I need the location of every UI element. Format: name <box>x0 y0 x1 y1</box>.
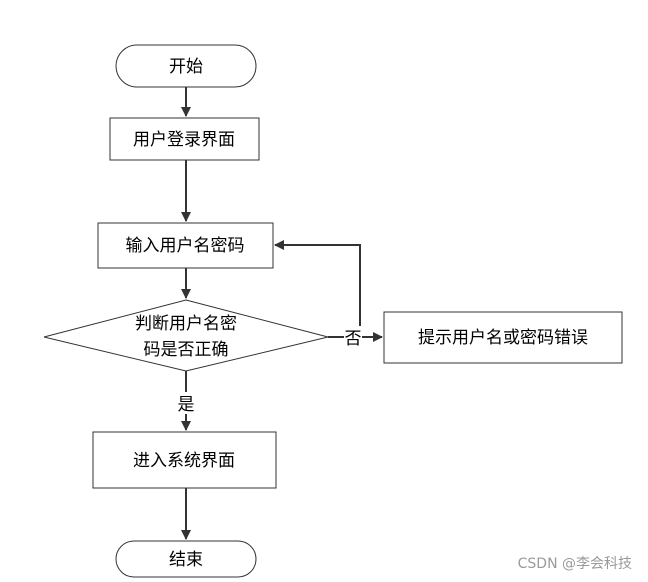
edge-yes-label-bg <box>176 392 196 414</box>
node-error-prompt-shape <box>383 311 623 364</box>
node-end-label: 结束 <box>169 550 203 570</box>
node-login-screen-label: 用户登录界面 <box>133 130 235 150</box>
node-input-credentials-shape <box>97 222 274 269</box>
edge-yes-label: 是 <box>178 395 195 415</box>
node-login-screen-shape <box>109 117 260 161</box>
node-check-credentials-line1: 判断用户名密 <box>135 314 237 334</box>
node-check-credentials-shape <box>43 299 329 372</box>
edge-no-label: 否 <box>345 329 362 349</box>
node-start-shape <box>115 44 257 88</box>
node-enter-system-shape <box>92 431 277 489</box>
node-enter-system-label: 进入系统界面 <box>133 451 235 471</box>
edge-loop-back-to-input <box>274 240 361 337</box>
edge-no-label-bg <box>344 326 362 348</box>
node-error-prompt-label: 提示用户名或密码错误 <box>418 328 588 348</box>
node-start-label: 开始 <box>169 57 203 77</box>
watermark-text: CSDN @李会科技 <box>518 556 632 572</box>
node-end-shape <box>115 540 257 578</box>
node-check-credentials-line2: 码是否正确 <box>144 340 229 360</box>
node-input-credentials-label: 输入用户名密码 <box>126 236 245 256</box>
